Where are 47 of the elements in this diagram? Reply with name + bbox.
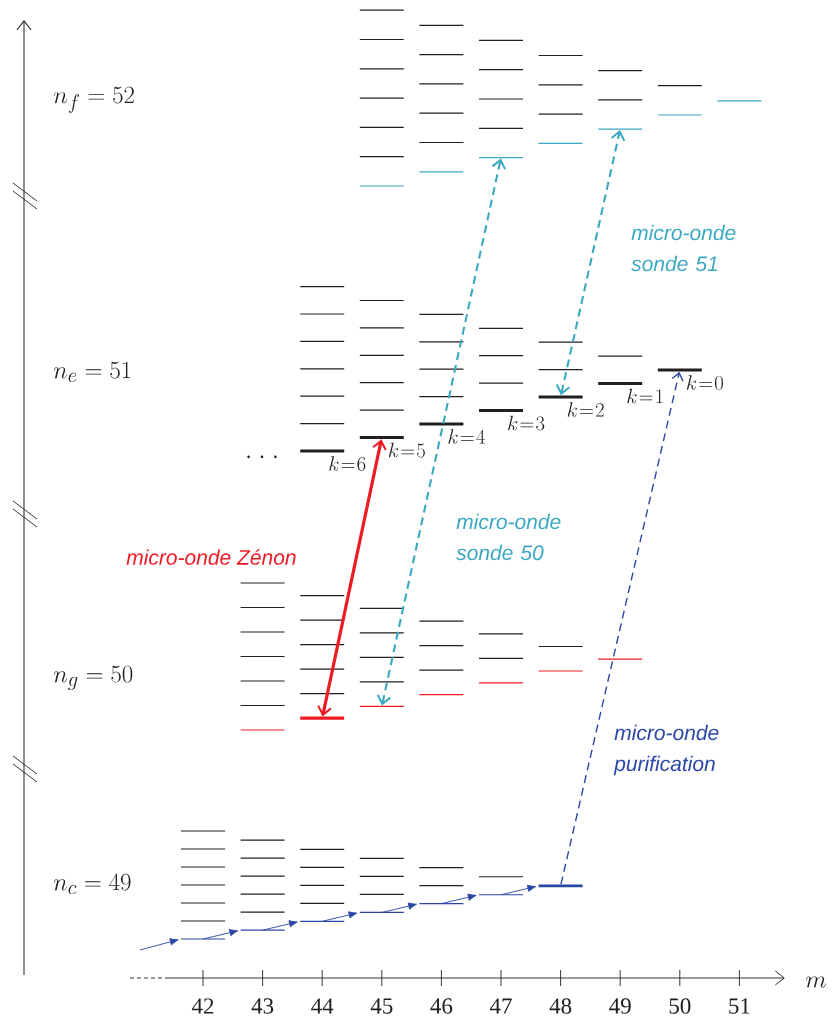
level-label: $k=5$	[388, 442, 425, 458]
level-label: $k=3$	[508, 415, 545, 431]
tick-label: 49	[609, 998, 631, 1014]
edge-label: micro-onde Zénon	[126, 549, 296, 565]
tick-label: 45	[370, 998, 393, 1014]
arrow	[262, 920, 298, 931]
edge-label: micro-onde sonde 51	[631, 224, 736, 272]
arrow	[321, 911, 358, 922]
tick-label: 48	[549, 998, 572, 1014]
tick-label: 46	[430, 998, 453, 1014]
arrow	[440, 893, 477, 905]
arrow	[500, 884, 537, 896]
energy-level	[598, 381, 643, 386]
axis-label: $m$	[806, 976, 826, 988]
edge-label: micro-onde purification	[613, 724, 719, 776]
level-label: · · ·	[247, 455, 277, 459]
level-label: $k=6$	[329, 456, 366, 471]
level-label: $k=4$	[448, 429, 485, 444]
level-label: $n_{e} = 51$	[53, 361, 131, 383]
level-label: $n_{g} = 50$	[53, 665, 133, 691]
edge-label: micro-onde sonde 50	[456, 513, 561, 561]
tick-label: 44	[311, 998, 334, 1014]
tick-label: 51	[729, 998, 750, 1014]
energy-level	[300, 716, 345, 720]
energy-level	[300, 449, 345, 453]
energy-level	[479, 408, 523, 413]
energy-level	[538, 395, 583, 399]
level-label: $k=1$	[627, 388, 663, 404]
level-label: $k=2$	[567, 402, 604, 417]
energy-level	[359, 435, 404, 440]
tick-label: 43	[251, 998, 274, 1014]
tick-label: 50	[669, 998, 691, 1014]
level-label: $n_{f} = 52$	[53, 86, 134, 114]
arrow	[317, 439, 387, 717]
tick-label: 47	[489, 998, 512, 1014]
energy-level	[657, 368, 702, 372]
energy-level	[359, 911, 404, 914]
arrow	[139, 938, 179, 951]
arrow	[560, 371, 684, 886]
level-label: $k=0$	[686, 375, 723, 390]
arrow	[555, 130, 626, 396]
level-label: $n_{c} = 49$	[53, 873, 131, 895]
energy-level	[419, 422, 464, 426]
arrow	[376, 158, 507, 706]
arrow	[202, 929, 239, 940]
tick-label: 42	[191, 998, 214, 1014]
arrow	[381, 902, 417, 913]
